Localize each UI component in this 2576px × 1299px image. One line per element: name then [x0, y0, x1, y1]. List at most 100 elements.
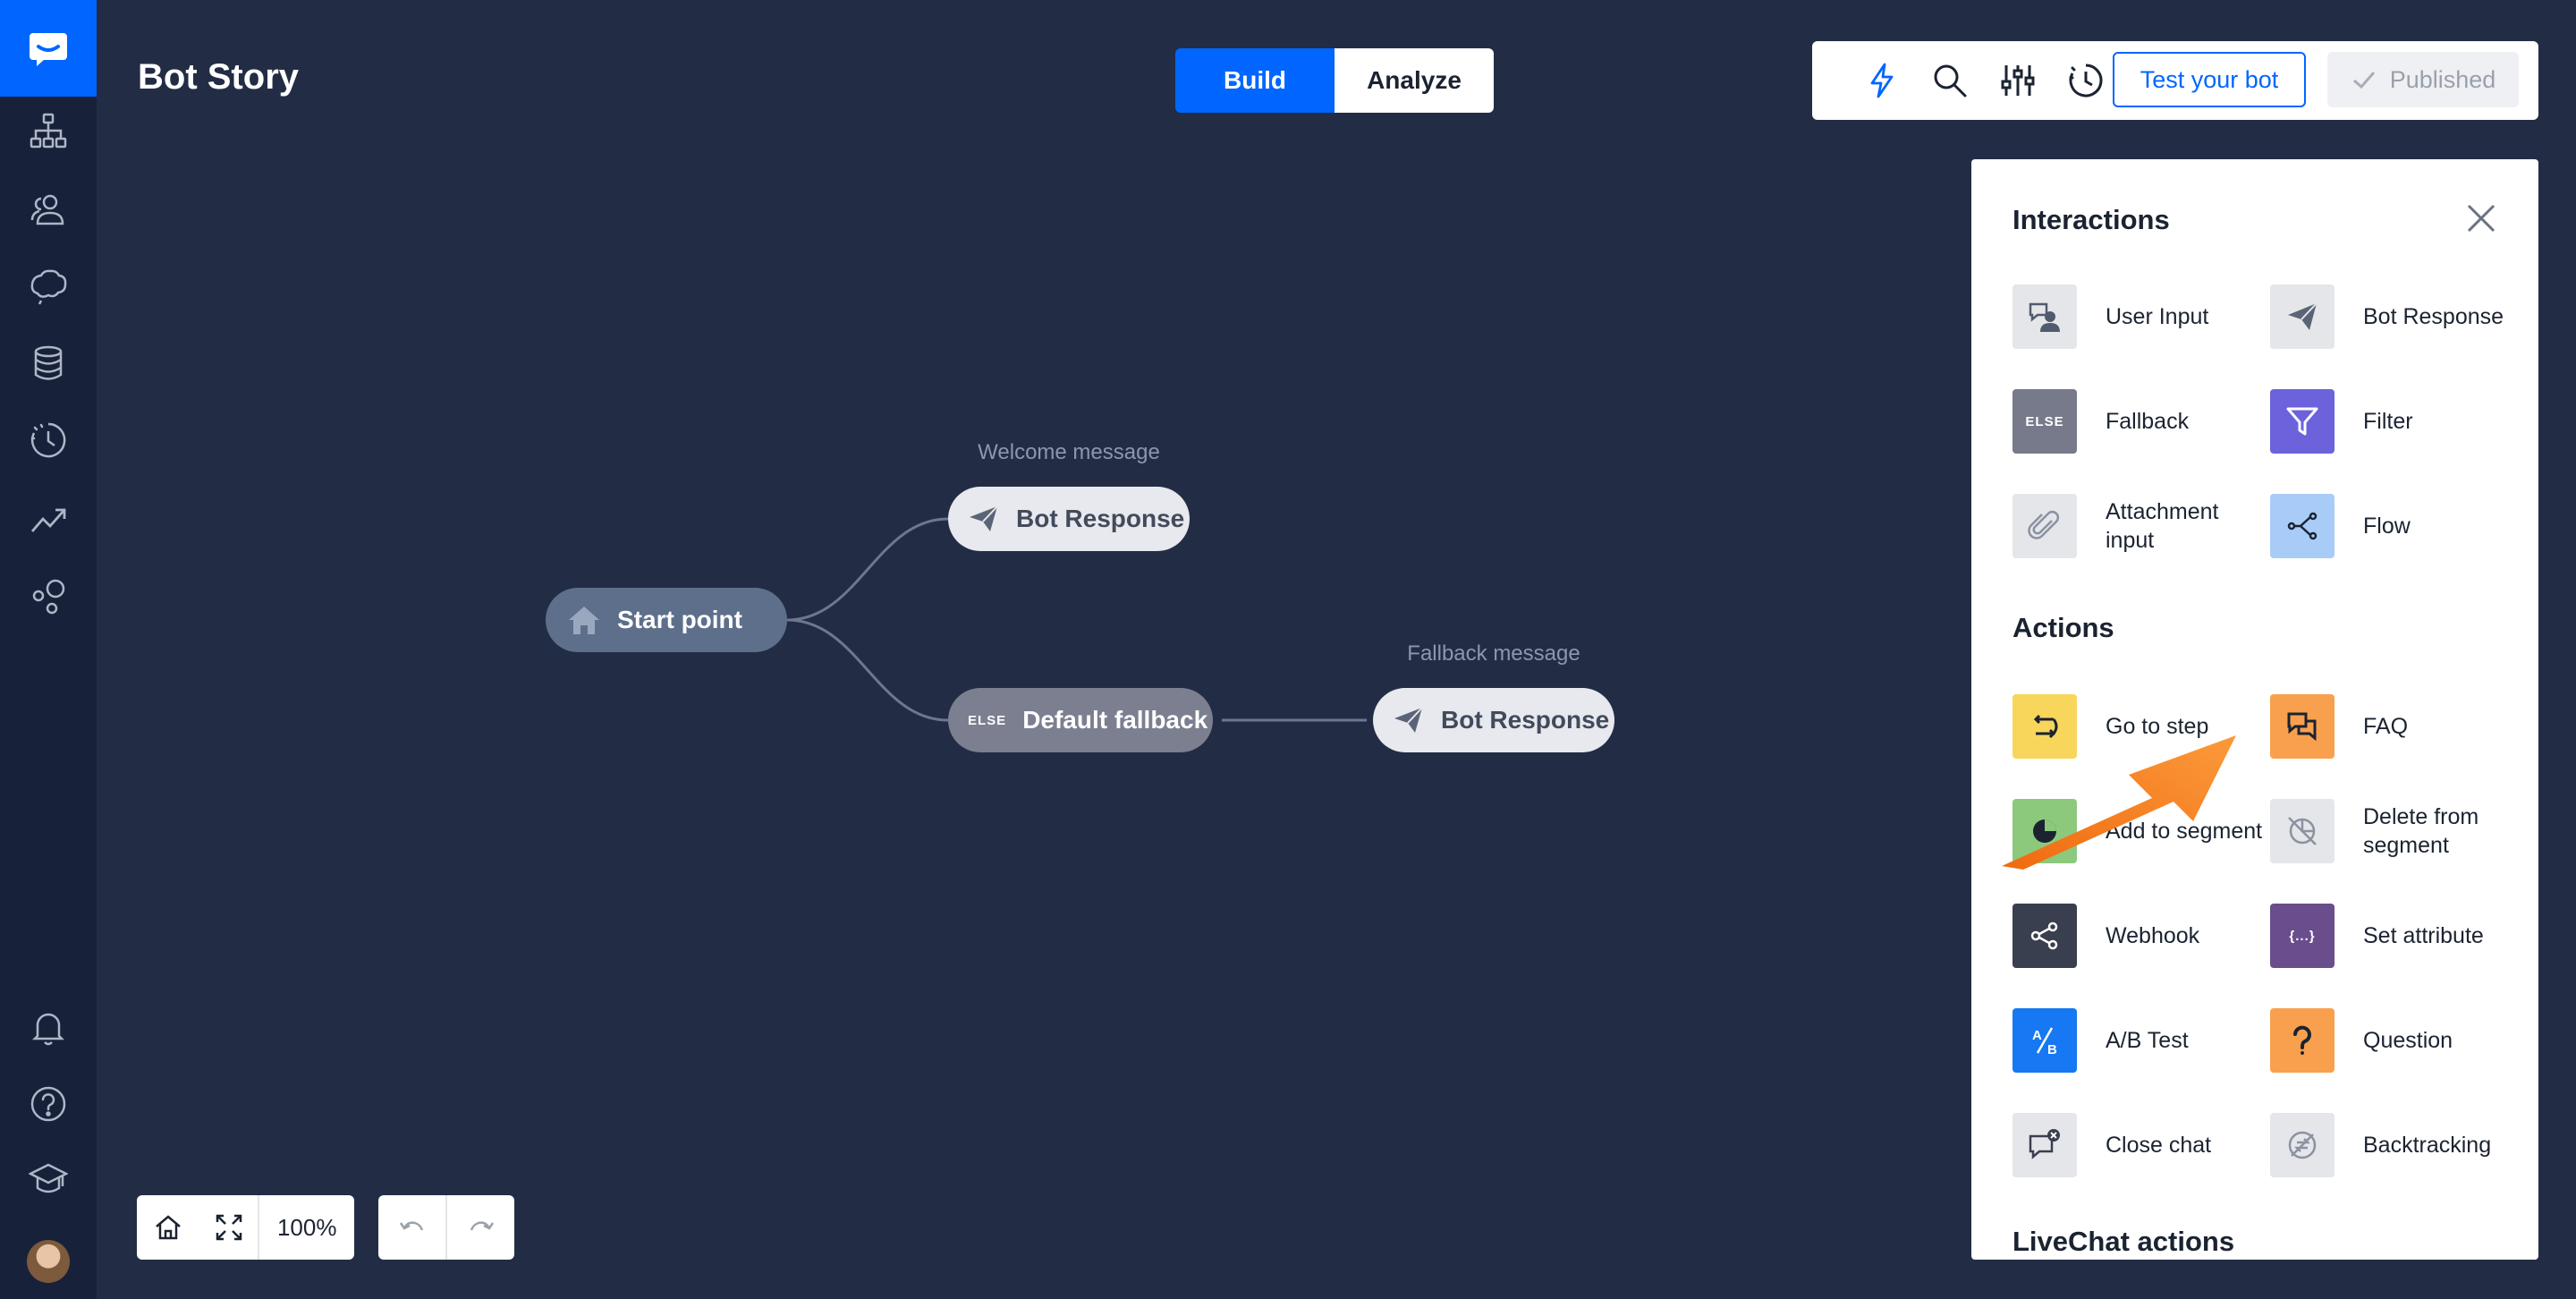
- item-user-input[interactable]: User Input: [2012, 284, 2263, 349]
- node-label: Bot Response: [1441, 706, 1610, 734]
- clock-history-icon[interactable]: [27, 419, 70, 462]
- history-icon[interactable]: [2064, 59, 2107, 102]
- item-label: Fallback: [2106, 409, 2190, 434]
- fallback-caption: Fallback message: [1407, 641, 1580, 666]
- item-faq[interactable]: FAQ: [2270, 694, 2521, 759]
- item-go-to-step[interactable]: Go to step: [2012, 694, 2263, 759]
- item-label: Filter: [2363, 409, 2413, 434]
- item-label: Backtracking: [2363, 1133, 2492, 1158]
- go-to-step-icon: [2012, 694, 2077, 759]
- item-label: A/B Test: [2106, 1028, 2189, 1053]
- home-view-icon[interactable]: [137, 1195, 199, 1260]
- node-default-fallback[interactable]: ELSE Default fallback: [948, 688, 1213, 752]
- flow-icon: [2270, 494, 2334, 558]
- item-label: Bot Response: [2363, 304, 2504, 329]
- undo-redo-controls: [378, 1195, 514, 1260]
- item-label: Flow: [2363, 514, 2411, 539]
- paper-plane-icon: [1394, 707, 1423, 733]
- paper-plane-icon: [2270, 284, 2334, 349]
- question-icon: [2270, 1008, 2334, 1073]
- item-attachment-input[interactable]: Attachment input: [2012, 494, 2263, 558]
- segment-delete-icon: [2270, 799, 2334, 863]
- item-question[interactable]: Question: [2270, 1008, 2521, 1073]
- node-label: Start point: [617, 606, 742, 633]
- sitemap-icon[interactable]: [27, 109, 70, 152]
- help-icon[interactable]: [27, 1082, 70, 1125]
- users-icon[interactable]: [27, 188, 70, 231]
- backtracking-icon: [2270, 1113, 2334, 1177]
- chat-logo-icon[interactable]: [0, 0, 97, 97]
- item-filter[interactable]: Filter: [2270, 389, 2521, 454]
- item-label: Question: [2363, 1028, 2453, 1053]
- test-your-bot-button[interactable]: Test your bot: [2113, 52, 2306, 107]
- redo-icon[interactable]: [447, 1195, 514, 1260]
- avatar[interactable]: [27, 1240, 70, 1283]
- undo-icon[interactable]: [378, 1195, 447, 1260]
- attribute-icon: {...}: [2270, 904, 2334, 968]
- home-icon: [569, 607, 599, 634]
- sliders-icon[interactable]: [1996, 59, 2039, 102]
- node-fallback-bot-response[interactable]: Bot Response: [1373, 688, 1614, 752]
- item-webhook[interactable]: Webhook: [2012, 904, 2263, 968]
- livechat-heading: LiveChat actions: [2012, 1226, 2235, 1257]
- else-icon: ELSE: [968, 712, 1007, 728]
- fit-to-screen-icon[interactable]: [199, 1195, 258, 1260]
- item-bot-response[interactable]: Bot Response: [2270, 284, 2521, 349]
- search-icon[interactable]: [1928, 59, 1971, 102]
- else-icon: ELSE: [2012, 389, 2077, 454]
- node-start-point[interactable]: Start point: [546, 588, 787, 652]
- published-label: Published: [2389, 65, 2496, 93]
- item-backtracking[interactable]: Backtracking: [2270, 1113, 2521, 1177]
- close-icon[interactable]: [2463, 200, 2499, 236]
- svg-text:A: A: [2032, 1028, 2042, 1043]
- else-icon-text: ELSE: [2025, 413, 2064, 429]
- paperclip-icon: [2012, 494, 2077, 558]
- item-label: Close chat: [2106, 1133, 2212, 1158]
- tab-analyze[interactable]: Analyze: [1335, 48, 1494, 113]
- paper-plane-icon: [970, 505, 998, 531]
- node-welcome-bot-response[interactable]: Bot Response: [948, 487, 1190, 551]
- published-button[interactable]: Published: [2327, 52, 2519, 107]
- close-chat-icon: [2012, 1113, 2077, 1177]
- bell-icon[interactable]: [27, 1006, 70, 1049]
- item-label: Set attribute: [2363, 923, 2484, 948]
- node-label: Default fallback: [1022, 706, 1208, 734]
- sidebar: [0, 0, 97, 1299]
- attribute-icon-text: {...}: [2289, 928, 2316, 944]
- webhook-icon: [2012, 904, 2077, 968]
- segment-add-icon: [2012, 799, 2077, 863]
- item-label: FAQ: [2363, 714, 2409, 739]
- item-label: Attachment input: [2106, 499, 2219, 553]
- item-label: Add to segment: [2106, 819, 2263, 844]
- zoom-level[interactable]: 100%: [258, 1195, 354, 1260]
- item-delete-from-segment[interactable]: Delete from segment: [2270, 799, 2521, 863]
- mode-switch: Build Analyze: [1175, 48, 1494, 113]
- item-label: Delete from segment: [2363, 804, 2479, 858]
- page-title: Bot Story: [138, 57, 299, 97]
- brain-icon[interactable]: [27, 265, 70, 308]
- item-add-to-segment[interactable]: Add to segment: [2012, 799, 2263, 863]
- interactions-heading: Interactions: [2012, 204, 2170, 235]
- graduation-cap-icon[interactable]: [27, 1158, 70, 1201]
- filter-icon: [2270, 389, 2334, 454]
- integrations-icon[interactable]: [27, 574, 70, 617]
- item-set-attribute[interactable]: {...} Set attribute: [2270, 904, 2521, 968]
- item-close-chat[interactable]: Close chat: [2012, 1113, 2263, 1177]
- zoom-controls: 100%: [137, 1195, 354, 1260]
- faq-icon: [2270, 694, 2334, 759]
- user-input-icon: [2012, 284, 2077, 349]
- database-icon[interactable]: [27, 342, 70, 385]
- item-flow[interactable]: Flow: [2270, 494, 2521, 558]
- actions-heading: Actions: [2012, 612, 2114, 643]
- lightning-icon[interactable]: [1860, 59, 1903, 102]
- interactions-panel: Interactions User Input Bot Response ELS…: [1971, 159, 2538, 1260]
- item-label: Go to step: [2106, 714, 2209, 739]
- item-fallback[interactable]: ELSE Fallback: [2012, 389, 2263, 454]
- tab-build[interactable]: Build: [1175, 48, 1335, 113]
- trending-up-icon[interactable]: [27, 497, 70, 540]
- check-icon: [2352, 72, 2375, 89]
- toolbar: Test your bot Published: [1812, 41, 2538, 120]
